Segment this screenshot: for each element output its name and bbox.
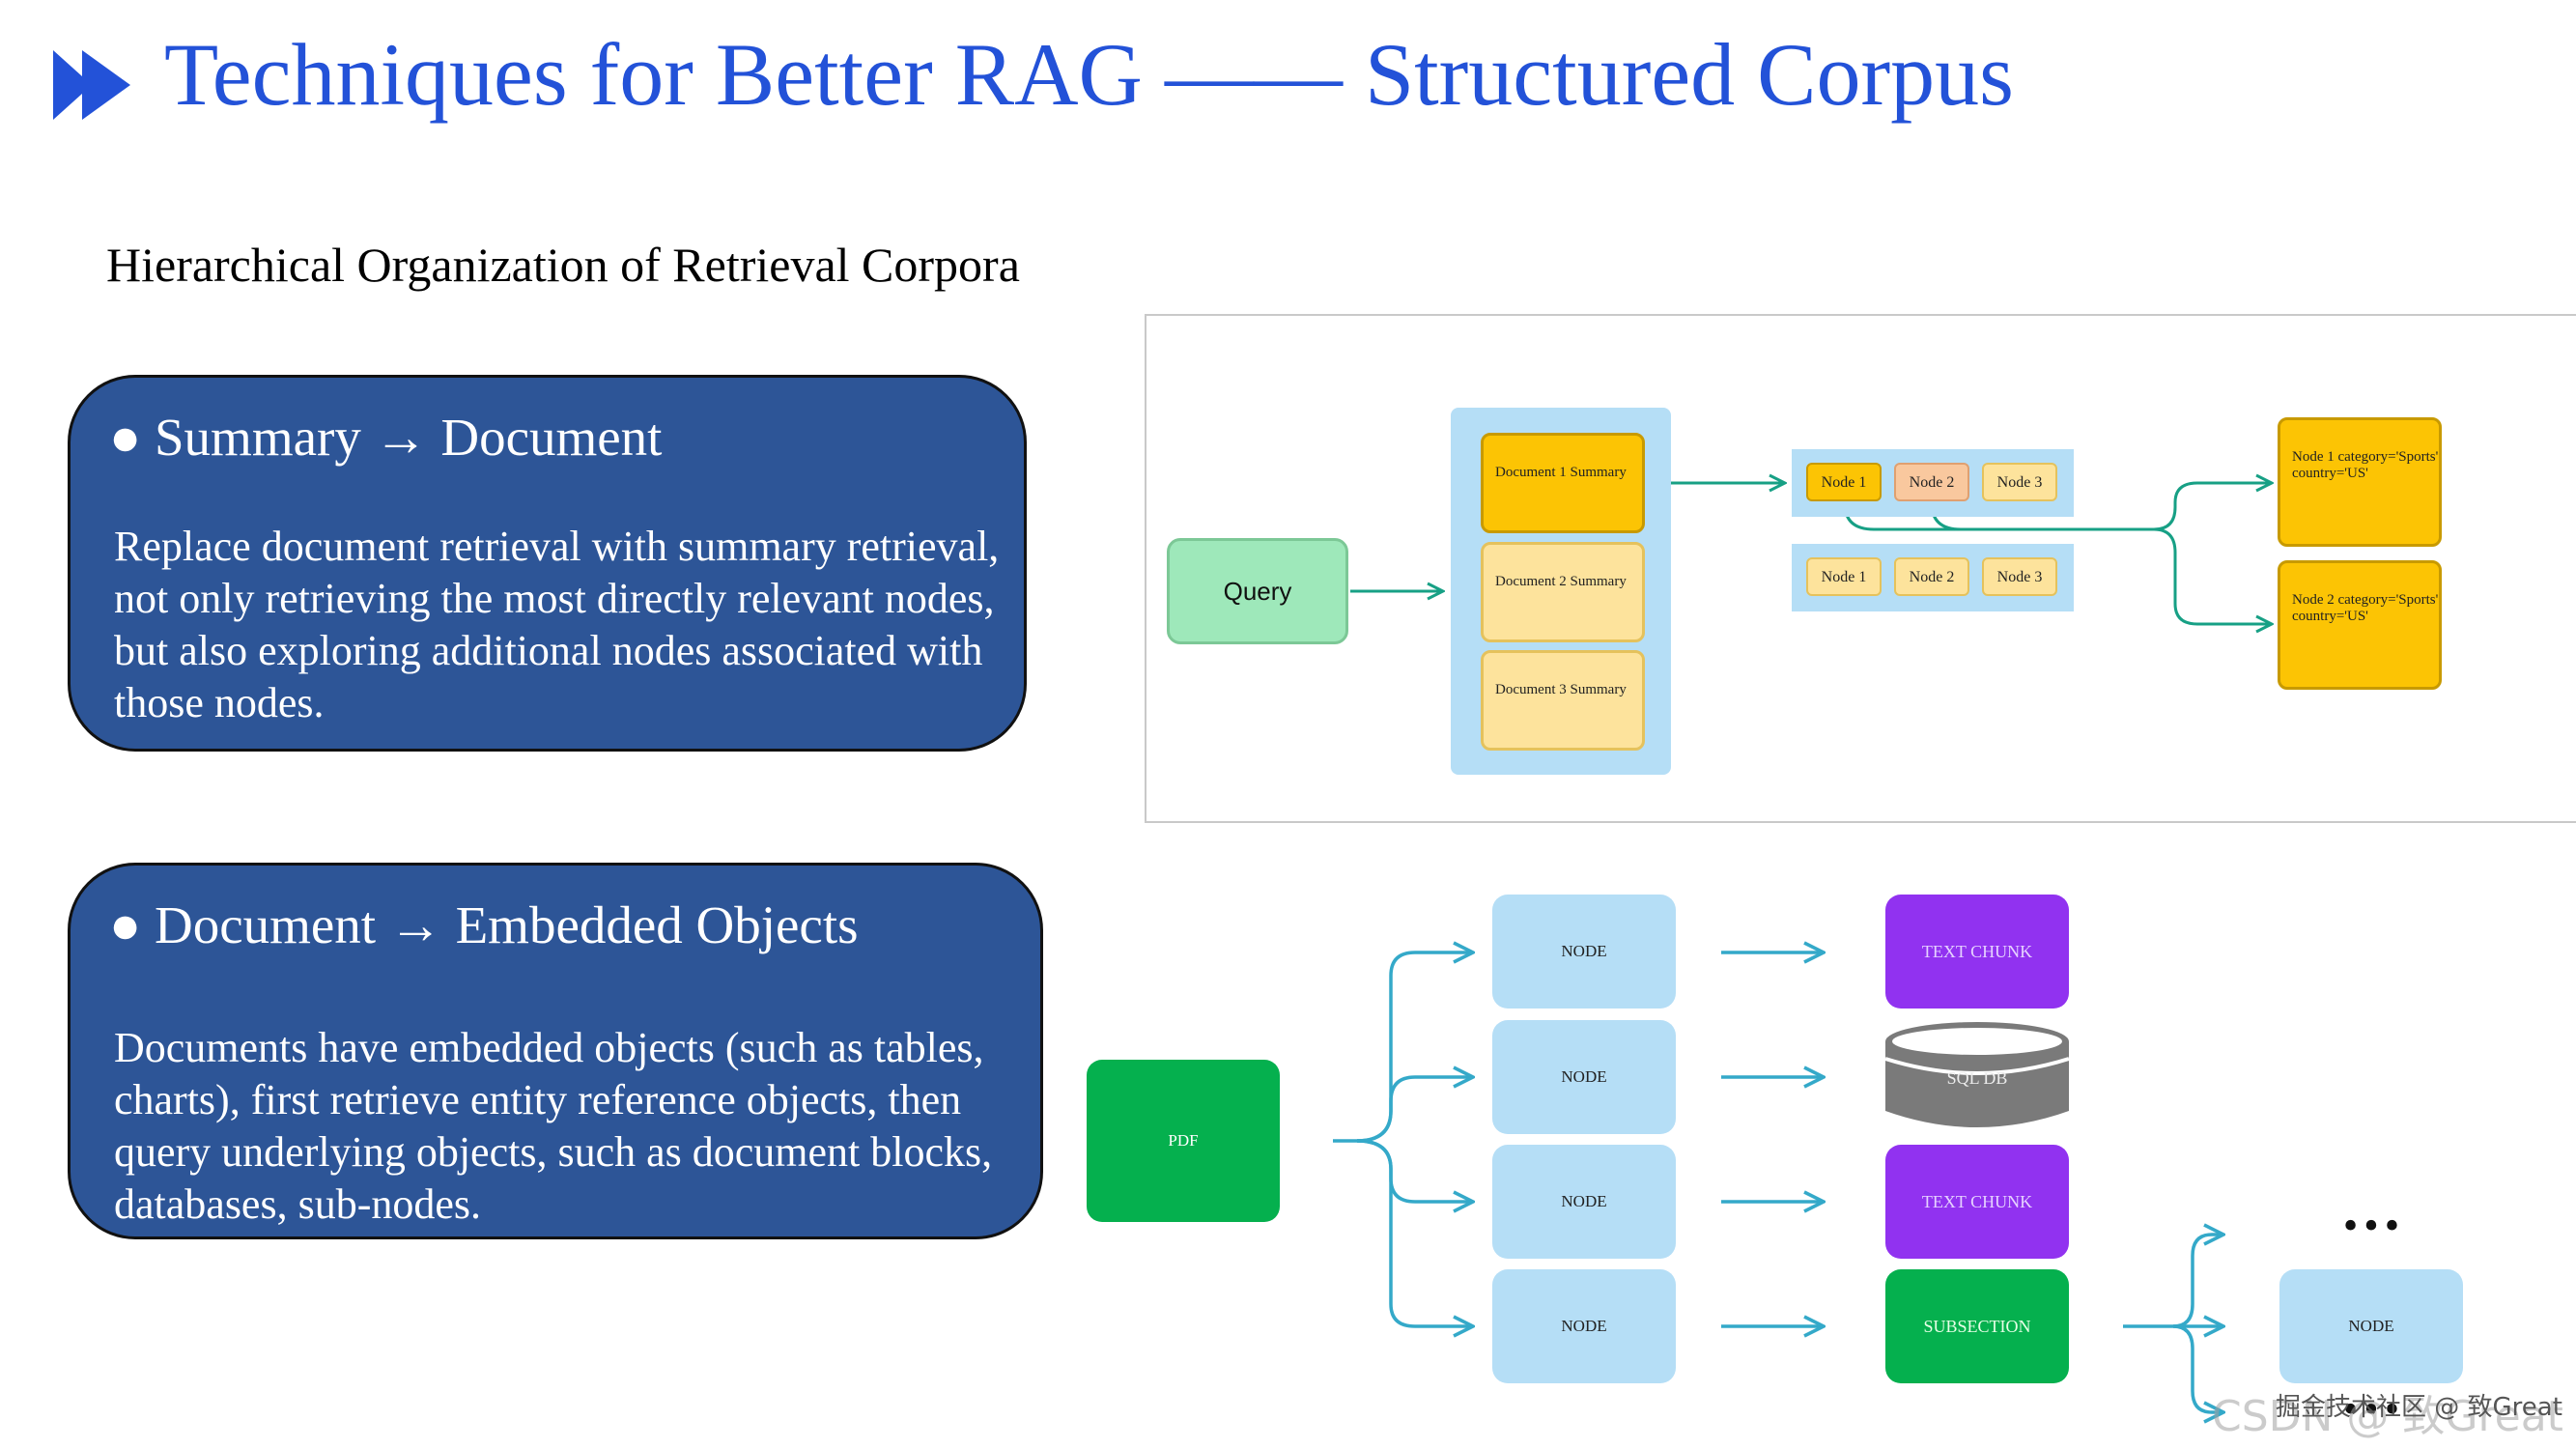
document-summary-node: Document 2 Summary bbox=[1481, 542, 1645, 642]
play-arrow-icon bbox=[53, 50, 130, 120]
pdf-to-node2 bbox=[1356, 1077, 1473, 1143]
embedded-objects-card: ● Document → Embedded Objects Documents … bbox=[68, 863, 1043, 1239]
document-summary-node: Document 3 Summary bbox=[1481, 650, 1645, 751]
sql-db-cylinder bbox=[1884, 1022, 2070, 1127]
chunk-node: Node 3 bbox=[1982, 557, 2057, 596]
watermark: CSDN @ 致Great bbox=[2212, 1392, 2563, 1441]
node-box: NODE bbox=[1492, 1269, 1676, 1383]
subsection-object: SUBSECTION bbox=[1885, 1269, 2069, 1383]
pdf-to-node1 bbox=[1356, 952, 1473, 1143]
query-node: Query bbox=[1167, 538, 1348, 644]
page-title: Techniques for Better RAG —— Structured … bbox=[164, 25, 2014, 124]
text-chunk-object: TEXT CHUNK bbox=[1885, 1145, 2069, 1259]
document-summary-node: Document 1 Summary bbox=[1481, 433, 1645, 533]
metadata-node: Node 2 category='Sports' country='US' bbox=[2278, 560, 2442, 690]
summary-document-card: ● Summary → Document Replace document re… bbox=[68, 375, 1027, 752]
chunk-node: Node 1 bbox=[1806, 557, 1882, 596]
metadata-node: Node 1 category='Sports' country='US' bbox=[2278, 417, 2442, 547]
card-heading: ● Document → Embedded Objects bbox=[109, 895, 859, 954]
node-box: NODE bbox=[1492, 1145, 1676, 1259]
pdf-to-node4 bbox=[1356, 1139, 1473, 1326]
watermark-overlay: 掘金技术社区 @ 致Great bbox=[2276, 1393, 2562, 1422]
chunk-node: Node 1 bbox=[1806, 463, 1882, 501]
card-heading: ● Summary → Document bbox=[109, 408, 663, 467]
chunk-node: Node 3 bbox=[1982, 463, 2057, 501]
card-body-text: Documents have embedded objects (such as… bbox=[114, 1024, 993, 1228]
pdf-to-node3 bbox=[1356, 1139, 1473, 1202]
ellipsis-indicator: ••• bbox=[2342, 1384, 2406, 1433]
card-body-text: Replace document retrieval with summary … bbox=[114, 523, 1000, 726]
sql-db-label: SQL DB bbox=[1946, 1067, 2008, 1088]
pdf-source-node: PDF bbox=[1087, 1060, 1280, 1222]
text-chunk-object: TEXT CHUNK bbox=[1885, 895, 2069, 1009]
section-subtitle: Hierarchical Organization of Retrieval C… bbox=[106, 238, 1020, 292]
chunk-node: Node 2 bbox=[1894, 557, 1969, 596]
node-box: NODE bbox=[1492, 895, 1676, 1009]
branch-to-meta2 bbox=[2153, 527, 2272, 624]
subsection-to-bottom bbox=[2172, 1324, 2223, 1412]
chunk-node: Node 2 bbox=[1894, 463, 1969, 501]
subsection-to-top bbox=[2172, 1235, 2223, 1328]
branch-to-meta1 bbox=[2153, 483, 2272, 531]
ellipsis-indicator: ••• bbox=[2342, 1201, 2406, 1249]
sub-node-box: NODE bbox=[2279, 1269, 2463, 1383]
node-box: NODE bbox=[1492, 1020, 1676, 1134]
